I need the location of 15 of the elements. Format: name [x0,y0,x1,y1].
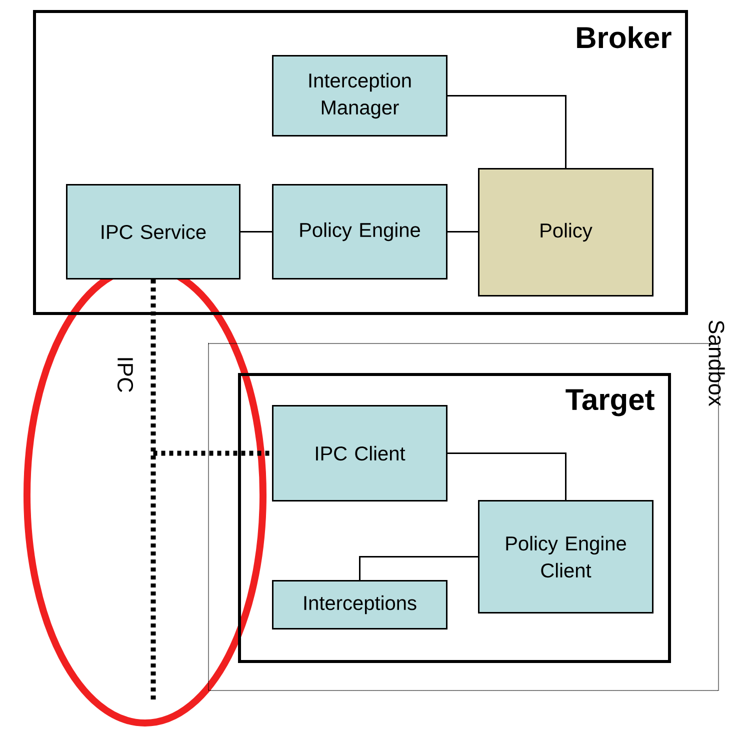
edge-label: IPC [116,355,134,394]
process-box: IPC Client [272,405,448,502]
ipc-connector [150,280,156,702]
process-box: Interception Manager [272,55,448,136]
process-box: Policy Engine Client [478,500,654,614]
ipc-connector [153,450,272,456]
policy-box: Policy [478,168,654,296]
connector-line [448,452,566,500]
connector-line [448,95,566,168]
connector-line [240,231,272,232]
process-box: Interceptions [272,580,448,630]
connector-line [359,556,478,580]
connector-line [448,231,478,232]
process-box: Policy Engine [272,184,448,280]
process-box: IPC Service [66,184,240,280]
